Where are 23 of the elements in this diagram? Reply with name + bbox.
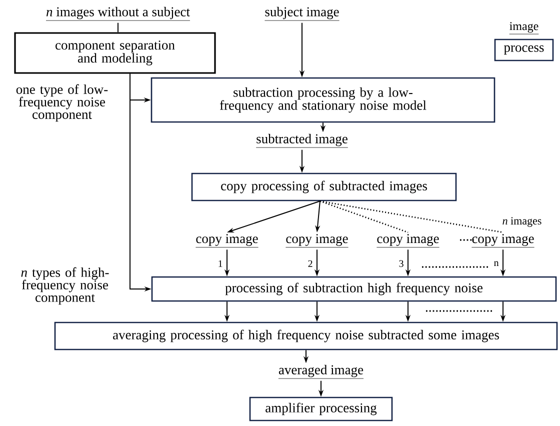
image-label: copy image [472,234,534,248]
edge-label: n [494,261,499,266]
edge-label: 2 [308,260,312,267]
image-label: subtracted image [256,134,348,148]
edge-label: 1 [218,260,222,267]
process-box: process [494,38,554,62]
image-label: subject image [264,6,340,21]
image-label: averaged image [278,364,364,379]
process-box: copy processing of subtracted images [191,172,457,202]
process-box: subtraction processing by a low-frequency and stationary noise model [150,77,496,123]
image-label: image [509,22,539,34]
image-label: copy image [286,234,348,248]
process-box: component separation and modeling [14,32,216,74]
process-box: amplifier processing [249,396,393,422]
edge-label: 3 [399,260,404,267]
image-label: copy image [376,234,440,248]
process-box: averaging processing of high frequency noise subtracted some images [54,322,558,350]
process-box: processing of subtraction high frequency noise [151,276,557,302]
text-label: n images [502,217,542,227]
edge-label: n types of high-frequency noise component [21,267,109,305]
edge-label: one type of low-frequency noise component [16,84,108,122]
image-label: copy image [196,234,258,248]
image-label: n images without a subject [46,6,190,21]
